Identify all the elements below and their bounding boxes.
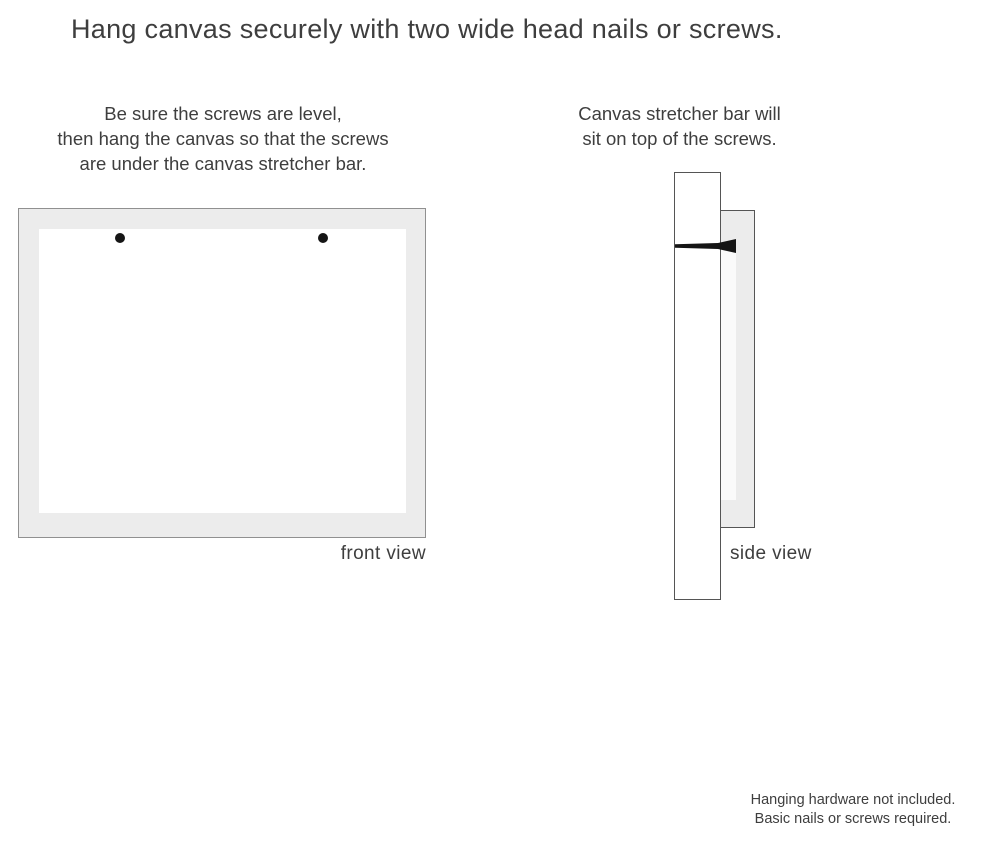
stretcher-bar-strip [721,248,736,500]
front-view-label: front view [340,543,426,564]
hardware-footnote: Hanging hardware not included. Basic nai… [733,791,973,829]
instruction-line: are under the canvas stretcher bar. [79,153,367,174]
front-view-canvas-face [39,229,406,513]
nail-head-left-icon [115,233,125,243]
instruction-line: Be sure the screws are level, [104,103,342,124]
footnote-line: Basic nails or screws required. [754,811,952,827]
footnote-line: Hanging hardware not included. [750,792,956,808]
instruction-line: sit on top of the screws. [582,128,777,149]
instruction-line: then hang the canvas so that the screws [57,128,389,149]
nail-icon [675,239,736,253]
side-view-canvas-bar [720,210,755,528]
instruction-line: Canvas stretcher bar will [578,103,781,124]
side-view-label: side view [730,543,812,564]
page-title: Hang canvas securely with two wide head … [71,14,783,44]
side-instruction-text: Canvas stretcher bar will sit on top of … [541,101,818,151]
nail-head-right-icon [318,233,328,243]
front-view-canvas-frame [18,208,426,538]
front-instruction-text: Be sure the screws are level, then hang … [20,101,426,176]
